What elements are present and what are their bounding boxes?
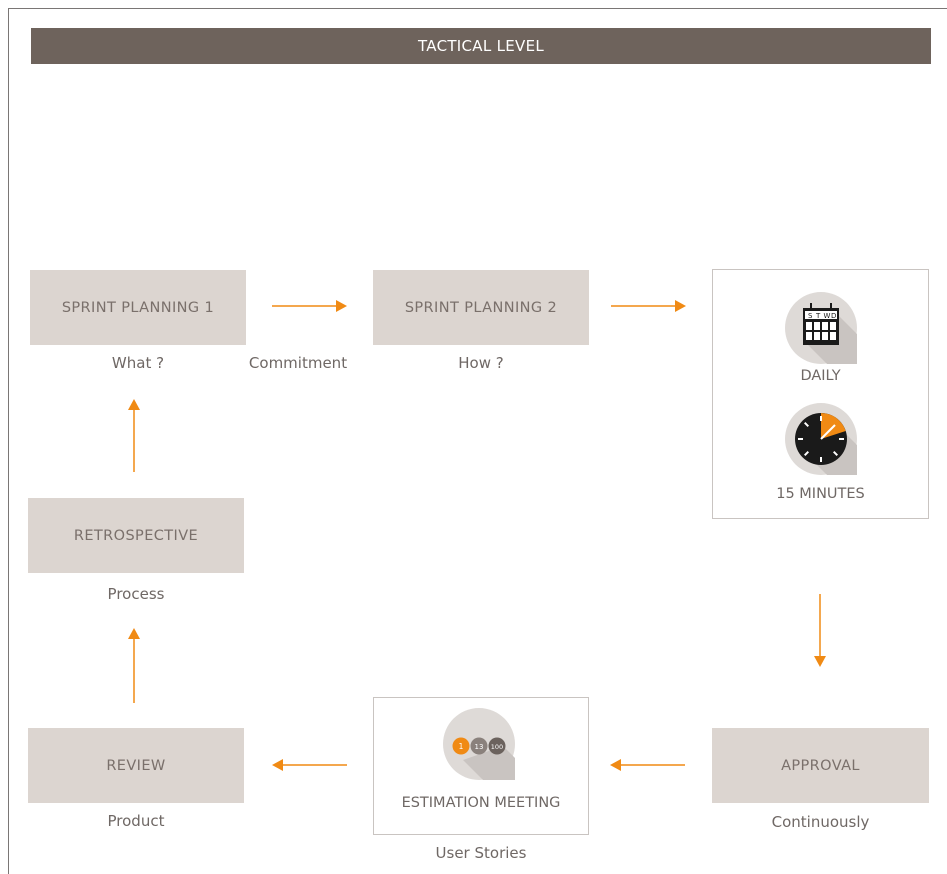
review-caption: Product <box>107 812 165 830</box>
arrow-daily-to-approval <box>814 594 826 667</box>
sprint-planning-2-caption: How ? <box>458 354 504 372</box>
retrospective-box: RETROSPECTIVE <box>28 498 244 573</box>
sprint-planning-1-caption: What ? <box>111 354 165 372</box>
arrow-retrospective-to-planning1 <box>128 399 140 472</box>
chip-100: 100 <box>491 743 503 751</box>
arrow-review-to-retrospective <box>128 628 140 703</box>
daily-duration-label: 15 MINUTES <box>776 486 865 502</box>
review-label: REVIEW <box>106 757 166 774</box>
sprint-planning-2-label: SPRINT PLANNING 2 <box>404 299 558 316</box>
sprint-planning-1-box: SPRINT PLANNING 1 <box>30 270 246 345</box>
sprint-planning-1-label: SPRINT PLANNING 1 <box>61 299 215 316</box>
approval-caption: Continuously <box>771 813 870 831</box>
arrow-estimation-to-review <box>272 759 347 771</box>
estimation-chips-icon: 1 13 100 <box>443 708 515 780</box>
review-box: REVIEW <box>28 728 244 803</box>
retrospective-caption: Process <box>107 585 165 603</box>
header-title: TACTICAL LEVEL <box>417 37 545 55</box>
diagram-frame <box>8 8 947 874</box>
retrospective-label: RETROSPECTIVE <box>73 527 199 544</box>
commitment-label: Commitment <box>248 354 348 372</box>
header-bar: TACTICAL LEVEL <box>31 28 931 64</box>
chip-1: 1 <box>459 742 464 751</box>
approval-box: APPROVAL <box>712 728 929 803</box>
estimation-meeting-caption: User Stories <box>435 844 527 862</box>
arrow-planning2-to-daily <box>611 300 686 312</box>
clock-icon <box>785 403 857 475</box>
daily-label: DAILY <box>800 368 841 384</box>
calendar-letter-d: D <box>831 312 836 320</box>
approval-label: APPROVAL <box>781 757 860 774</box>
calendar-letter-s: S <box>808 312 813 320</box>
chip-13: 13 <box>475 743 484 751</box>
calendar-letter-t: T <box>815 312 821 320</box>
arrow-approval-to-estimation <box>610 759 685 771</box>
arrow-planning1-to-planning2 <box>272 300 347 312</box>
calendar-letter-w: W <box>824 312 831 320</box>
estimation-meeting-label: ESTIMATION MEETING <box>401 795 561 811</box>
sprint-planning-2-box: SPRINT PLANNING 2 <box>373 270 589 345</box>
calendar-icon: S T W D <box>785 292 857 364</box>
